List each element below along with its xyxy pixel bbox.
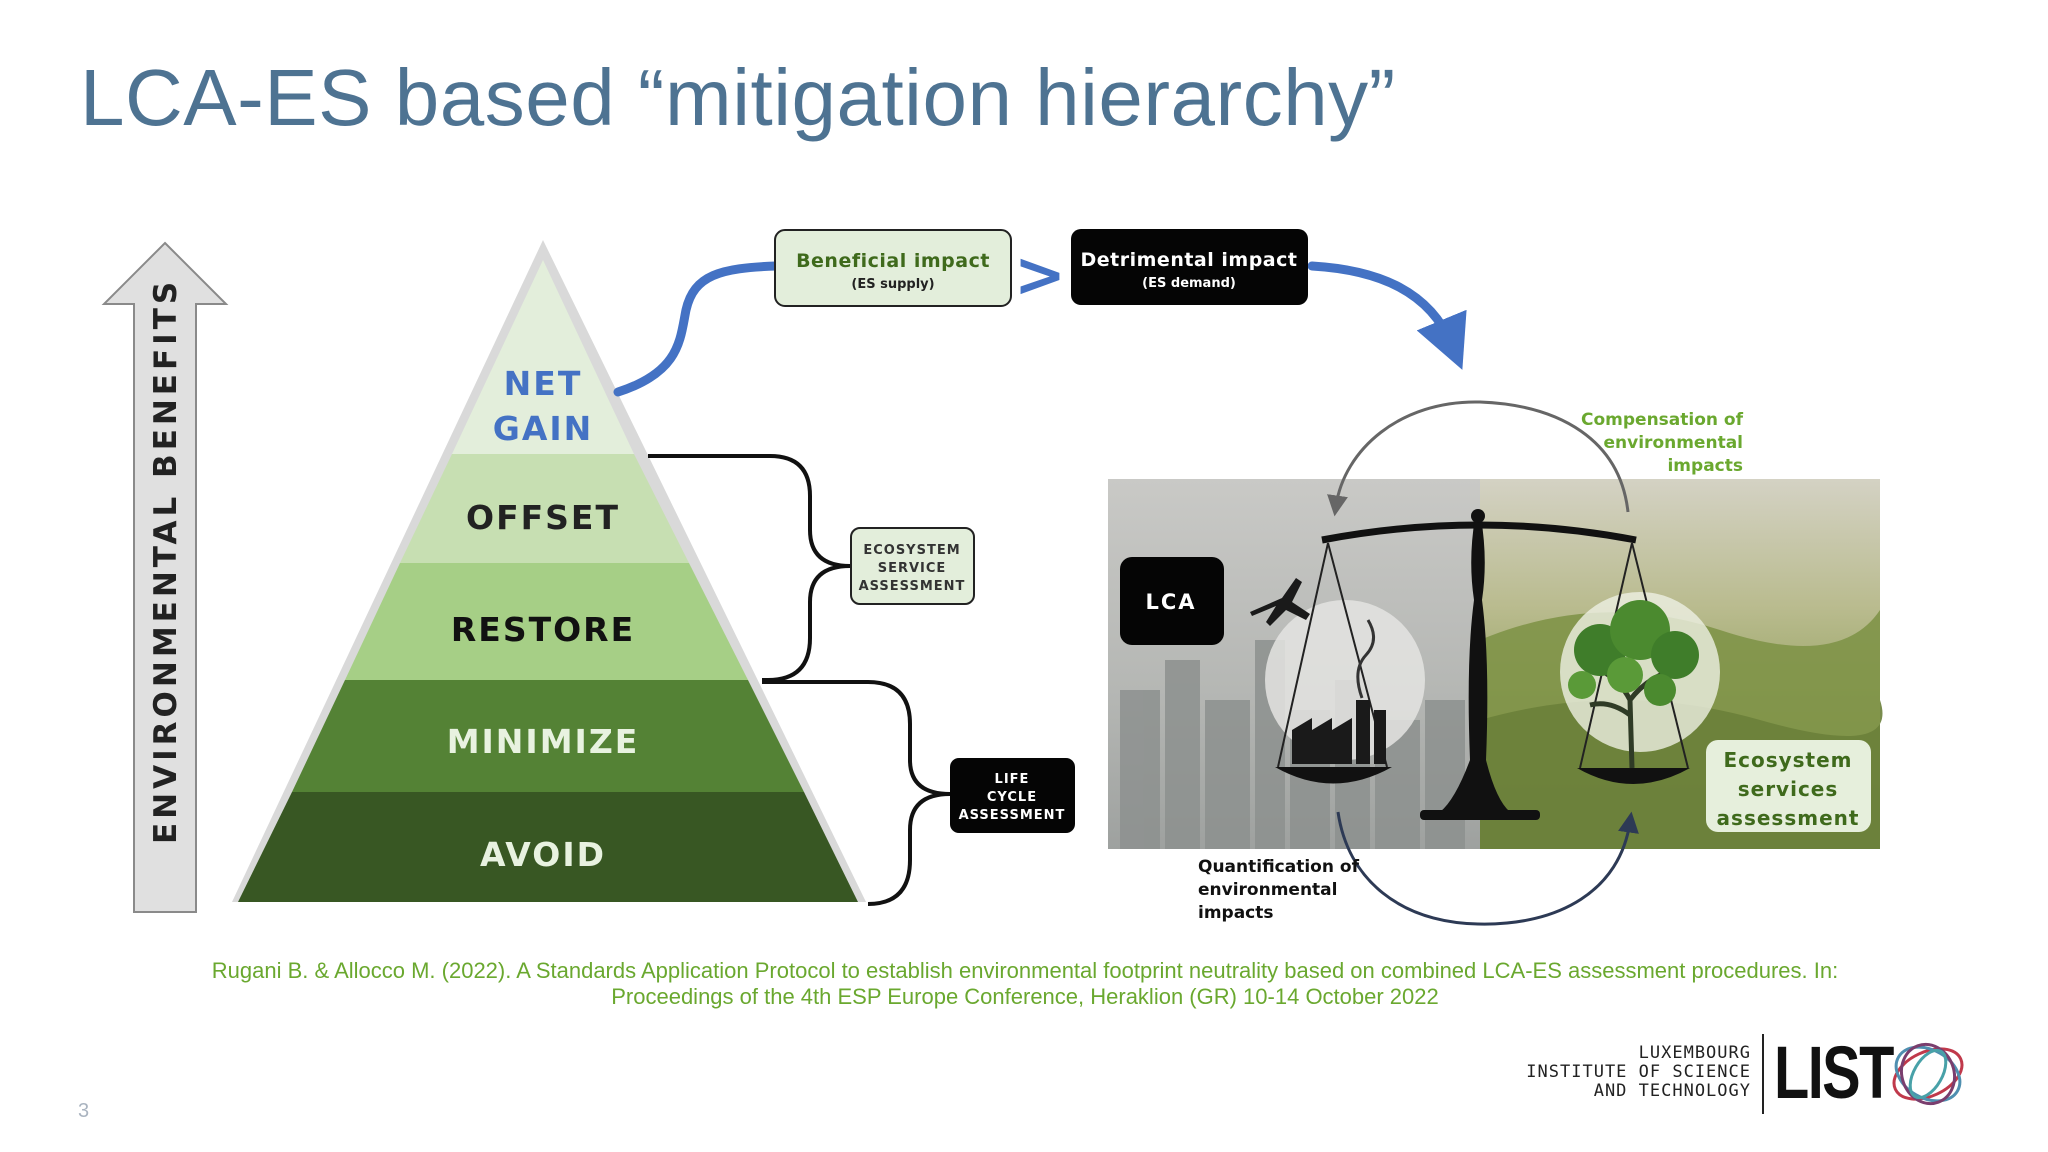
pyramid-level-net-gain bbox=[452, 260, 634, 454]
scale-illustration: LCA Ecosystem services assessment bbox=[1108, 479, 1883, 849]
factory-icon bbox=[1292, 700, 1386, 764]
citation-line-2: Proceedings of the 4th ESP Europe Confer… bbox=[611, 984, 1439, 1009]
level-label-avoid: AVOID bbox=[480, 835, 606, 874]
tree-icon bbox=[1568, 600, 1699, 769]
compensation-label-line-3: impacts bbox=[1667, 456, 1743, 476]
quantification-label-line-2: environmental bbox=[1198, 880, 1337, 900]
ecosystem-box-line-1: ECOSYSTEM bbox=[863, 543, 960, 558]
ecosystem-service-assessment-box: ECOSYSTEM SERVICE ASSESSMENT bbox=[850, 527, 975, 605]
ecosystem-box-line-3: ASSESSMENT bbox=[859, 579, 966, 594]
citation-line-1: Rugani B. & Allocco M. (2022). A Standar… bbox=[211, 958, 1839, 983]
mitigation-pyramid: NET GAIN OFFSET RESTORE MINIMIZE AVOID bbox=[232, 240, 866, 902]
list-logo-icon bbox=[1892, 1042, 1964, 1106]
pyramid-level-offset bbox=[400, 454, 689, 563]
detrimental-impact-sub: (ES demand) bbox=[1142, 276, 1236, 291]
level-label-gain: GAIN bbox=[493, 409, 594, 448]
detrimental-impact-box: Detrimental impact (ES demand) bbox=[1071, 229, 1308, 305]
quantification-label-line-1: Quantification of bbox=[1198, 857, 1360, 877]
benefits-axis-arrow: ENVIRONMENTAL BENEFITS bbox=[101, 241, 229, 913]
compensation-label-line-1: Compensation of bbox=[1581, 410, 1744, 430]
beneficial-impact-sub: (ES supply) bbox=[851, 277, 934, 292]
lca-bracket bbox=[762, 680, 951, 906]
institute-name: LUXEMBOURG INSTITUTE OF SCIENCE AND TECH… bbox=[1526, 1044, 1751, 1101]
lca-box-line-1: LIFE bbox=[995, 772, 1030, 787]
axis-label: ENVIRONMENTAL BENEFITS bbox=[148, 278, 184, 844]
es-label-line-1: Ecosystem bbox=[1723, 748, 1852, 772]
es-label-line-2: services bbox=[1738, 777, 1839, 801]
institute-name-line-3: AND TECHNOLOGY bbox=[1593, 1081, 1751, 1101]
page-number: 3 bbox=[78, 1100, 90, 1122]
institute-name-line-2: INSTITUTE OF SCIENCE bbox=[1526, 1062, 1751, 1082]
net-gain-connector bbox=[613, 261, 781, 397]
list-logo-mark: LIST bbox=[1774, 1031, 1894, 1114]
es-label-line-3: assessment bbox=[1717, 806, 1860, 830]
pyramid-level-avoid bbox=[238, 792, 858, 902]
detrimental-to-scale-arrow bbox=[1307, 261, 1467, 370]
life-cycle-assessment-box: LIFE CYCLE ASSESSMENT bbox=[950, 758, 1075, 833]
pyramid-level-minimize bbox=[292, 680, 804, 792]
slide-title: LCA-ES based “mitigation hierarchy” bbox=[80, 53, 1396, 142]
lca-box-line-3: ASSESSMENT bbox=[959, 808, 1066, 823]
quantification-label-line-3: impacts bbox=[1198, 903, 1274, 923]
level-label-offset: OFFSET bbox=[466, 498, 620, 537]
compensation-label-line-2: environmental bbox=[1604, 433, 1743, 453]
compensation-arrow bbox=[1327, 400, 1630, 517]
scale-lca-label: LCA bbox=[1145, 590, 1196, 614]
level-label-restore: RESTORE bbox=[451, 610, 635, 649]
quantification-arrow bbox=[1336, 811, 1639, 926]
greater-than-sign: > bbox=[1014, 238, 1066, 311]
detrimental-impact-title: Detrimental impact bbox=[1081, 249, 1298, 271]
beneficial-impact-box: Beneficial impact (ES supply) bbox=[774, 229, 1012, 307]
institute-name-line-1: LUXEMBOURG bbox=[1638, 1043, 1751, 1063]
beneficial-impact-title: Beneficial impact bbox=[796, 250, 990, 272]
ecosystem-box-line-2: SERVICE bbox=[878, 561, 947, 576]
logo-divider bbox=[1762, 1034, 1764, 1114]
lca-box-line-2: CYCLE bbox=[987, 790, 1037, 805]
airplane-icon bbox=[1250, 578, 1310, 626]
level-label-net: NET bbox=[504, 364, 583, 403]
level-label-minimize: MINIMIZE bbox=[447, 722, 640, 761]
pyramid-level-restore bbox=[345, 563, 748, 680]
